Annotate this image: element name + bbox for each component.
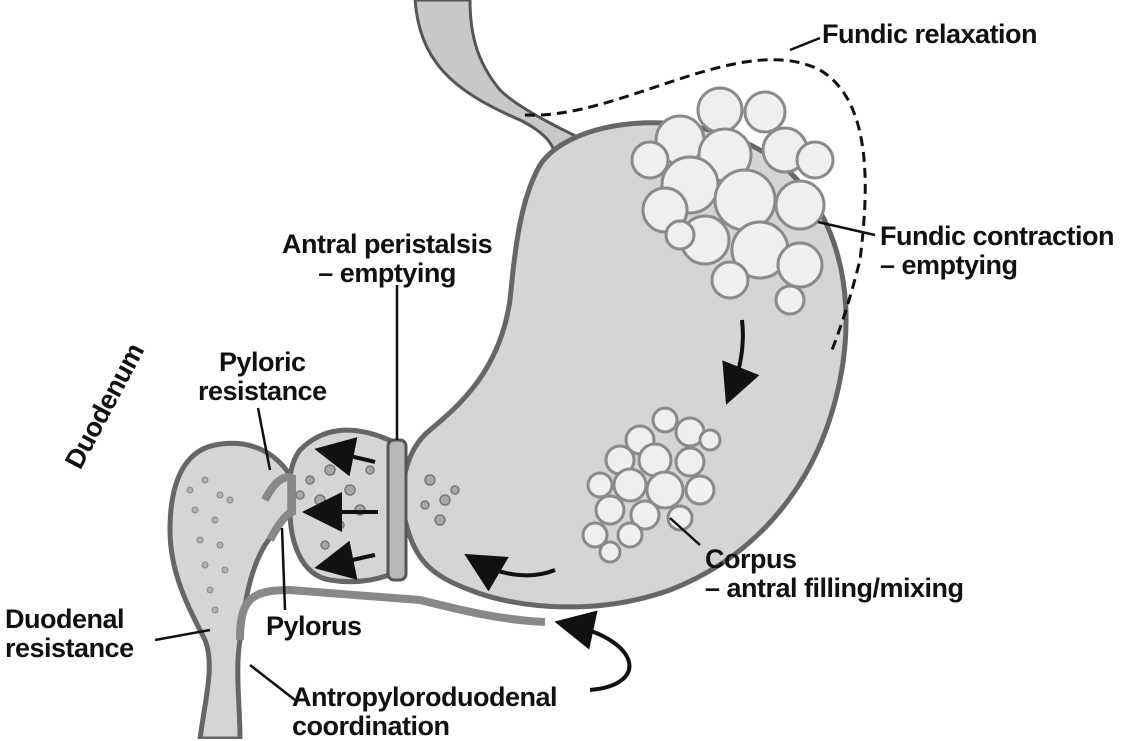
leader-pylorus (282, 528, 285, 610)
label-fundic-relaxation: Fundic relaxation (822, 20, 1037, 49)
label-text: – antral filling/mixing (705, 574, 964, 603)
label-coordination: Antropyloroduodenal coordination (292, 683, 557, 741)
label-pylorus: Pylorus (266, 612, 362, 641)
label-text: resistance (198, 377, 327, 406)
label-text: – emptying (880, 251, 1114, 280)
leader-fundic-relaxation (790, 38, 820, 50)
arrow-coordination (570, 625, 629, 690)
label-text: – emptying (282, 259, 492, 288)
label-text: resistance (5, 634, 134, 663)
label-pyloric-resistance: Pyloric resistance (198, 348, 327, 406)
label-duodenal-resistance: Duodenal resistance (5, 605, 134, 663)
label-text: Duodenal (5, 605, 134, 634)
label-text: Fundic relaxation (822, 20, 1037, 49)
label-text: Corpus (705, 545, 964, 574)
peristalsis-ring (388, 440, 406, 580)
label-fundic-contraction: Fundic contraction – emptying (880, 222, 1114, 280)
leader-coordination (250, 665, 295, 700)
label-text: coordination (292, 712, 557, 741)
label-text: Fundic contraction (880, 222, 1114, 251)
label-corpus: Corpus – antral filling/mixing (705, 545, 964, 603)
antrum (289, 430, 400, 582)
label-text: Antropyloroduodenal (292, 683, 557, 712)
label-text: Pyloric (198, 348, 327, 377)
label-antral-peristalsis: Antral peristalsis – emptying (282, 230, 492, 288)
label-text: Antral peristalsis (282, 230, 492, 259)
label-text: Pylorus (266, 612, 362, 641)
